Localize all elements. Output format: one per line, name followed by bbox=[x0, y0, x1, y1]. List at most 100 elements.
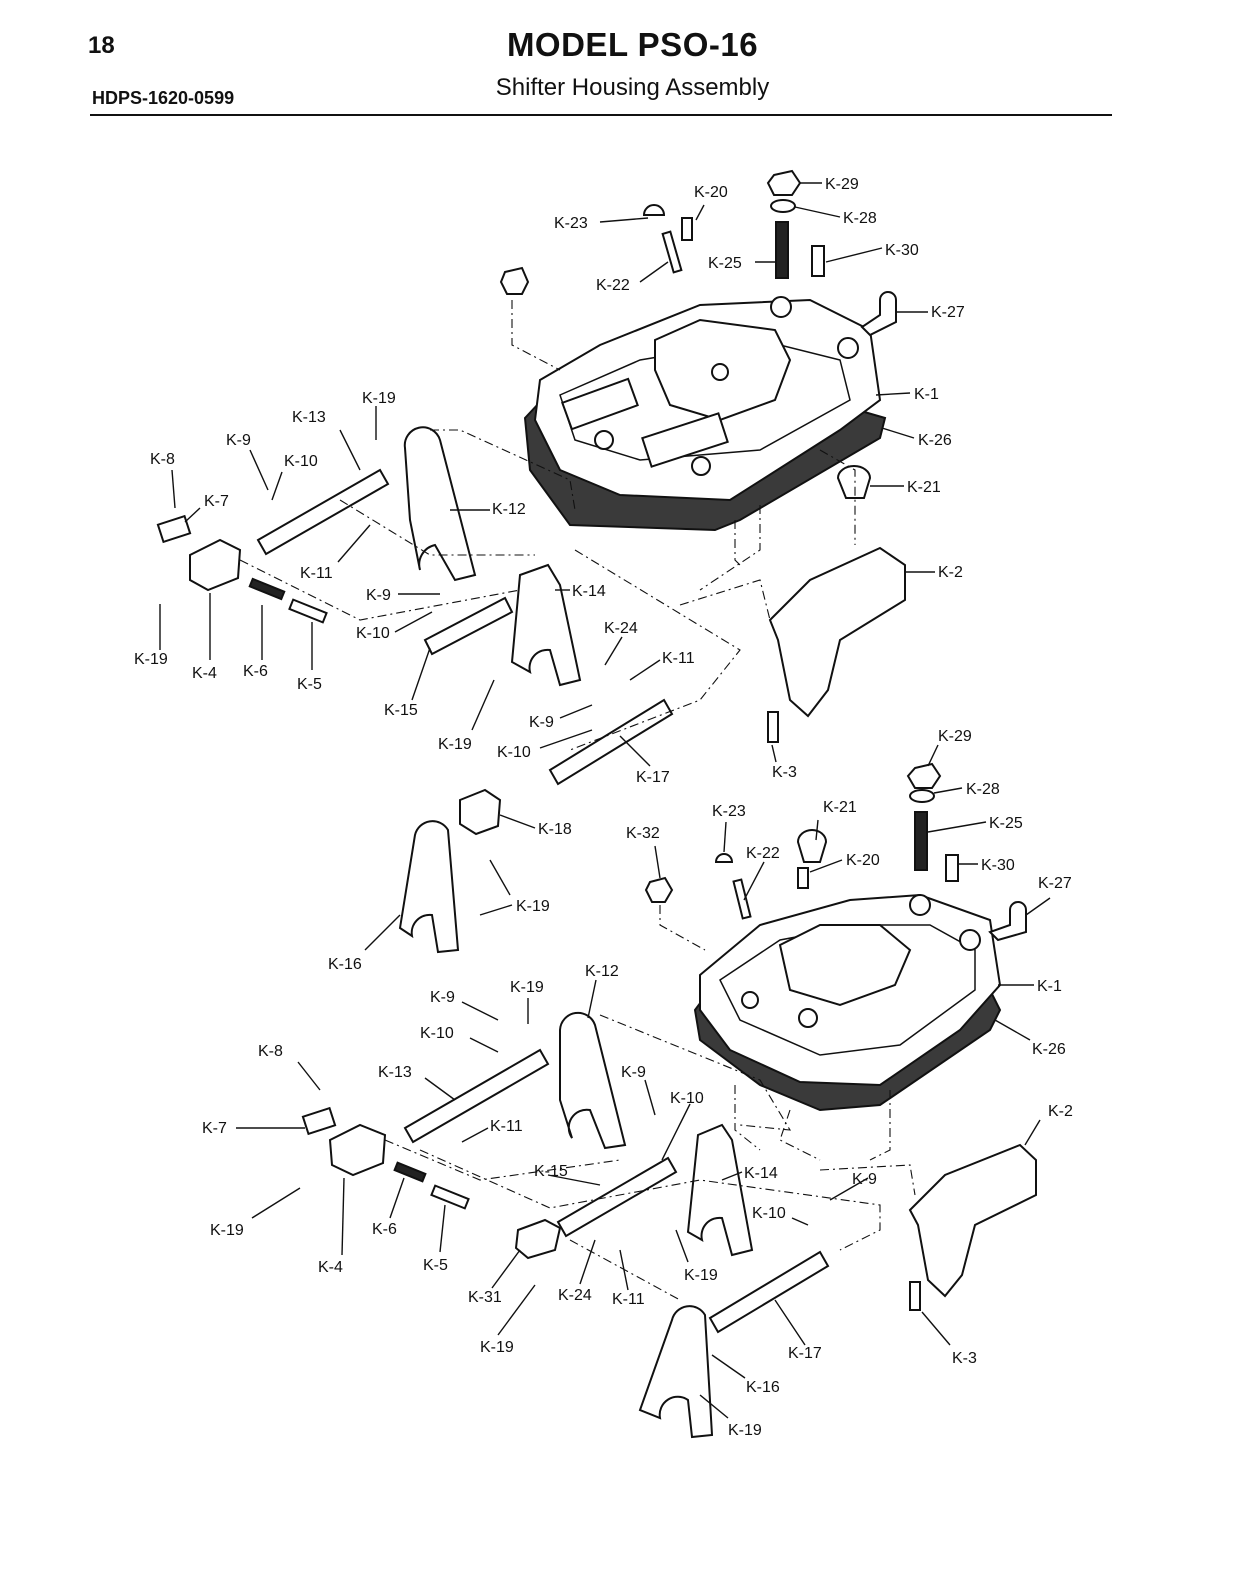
lower-part-k32-plug bbox=[644, 876, 674, 903]
lower-housing-tower bbox=[778, 924, 912, 1007]
label-lower-k16a: K-16 bbox=[328, 956, 362, 973]
lower-part-k2-cover bbox=[908, 1143, 1037, 1298]
upper-part-k20-pin bbox=[681, 217, 693, 241]
label-lower-k9c: K-9 bbox=[852, 1171, 877, 1188]
label-lower-k28: K-28 bbox=[966, 781, 1000, 798]
upper-housing-boss-5 bbox=[711, 363, 729, 381]
label-lower-k19c: K-19 bbox=[210, 1222, 244, 1239]
lower-part-k30-bolt bbox=[945, 854, 959, 882]
label-upper-k14: K-14 bbox=[572, 583, 606, 600]
label-lower-k15: K-15 bbox=[534, 1163, 568, 1180]
lower-part-k22-pin bbox=[732, 878, 752, 920]
upper-housing-boss-3 bbox=[594, 430, 614, 450]
lower-part-k5-bolt bbox=[430, 1184, 470, 1210]
lower-part-k14-fork bbox=[686, 1123, 754, 1257]
label-lower-k20: K-20 bbox=[846, 852, 880, 869]
lower-part-k7-clip bbox=[301, 1106, 337, 1136]
upper-part-k21-breather bbox=[836, 465, 872, 499]
lower-part-k6-spring bbox=[393, 1161, 427, 1183]
lower-part-k23-ball bbox=[714, 853, 734, 863]
label-upper-k25: K-25 bbox=[708, 255, 742, 272]
label-lower-k16b: K-16 bbox=[746, 1379, 780, 1396]
lower-housing-boss-1 bbox=[909, 894, 931, 916]
label-upper-k20: K-20 bbox=[694, 184, 728, 201]
page-number: 18 bbox=[88, 32, 115, 59]
lower-part-k31-collar bbox=[514, 1218, 562, 1260]
upper-assembly-paths bbox=[239, 300, 856, 751]
label-lower-k25: K-25 bbox=[989, 815, 1023, 832]
upper-labels: K-20 K-29 K-23 K-28 K-25 K-30 K-22 K-27 … bbox=[134, 176, 965, 786]
label-lower-k19b: K-19 bbox=[510, 979, 544, 996]
label-lower-k19e: K-19 bbox=[480, 1339, 514, 1356]
lower-part-k16-fork-bottom bbox=[638, 1305, 714, 1439]
header-rule bbox=[90, 114, 1112, 116]
lower-part-k13-shaft bbox=[403, 1048, 550, 1144]
label-upper-k19a: K-19 bbox=[362, 390, 396, 407]
lower-part-k12-fork bbox=[559, 1011, 627, 1150]
label-lower-k19f: K-19 bbox=[728, 1422, 762, 1439]
label-lower-k22: K-22 bbox=[746, 845, 780, 862]
label-upper-k11b: K-11 bbox=[662, 650, 695, 667]
label-lower-k5: K-5 bbox=[423, 1257, 448, 1274]
label-lower-k1: K-1 bbox=[1037, 978, 1062, 995]
upper-leader-lines bbox=[159, 182, 935, 767]
label-upper-k5: K-5 bbox=[297, 676, 322, 693]
label-lower-k4: K-4 bbox=[318, 1259, 343, 1276]
label-upper-k10c: K-10 bbox=[497, 744, 531, 761]
page-subtitle: Shifter Housing Assembly bbox=[495, 74, 770, 101]
label-upper-k19b: K-19 bbox=[134, 651, 168, 668]
label-upper-k13: K-13 bbox=[292, 409, 326, 426]
label-upper-k27: K-27 bbox=[931, 304, 965, 321]
lower-part-k21-breather bbox=[796, 829, 828, 863]
upper-part-k3-bolt bbox=[767, 711, 779, 743]
label-upper-k24: K-24 bbox=[604, 620, 638, 637]
label-upper-k6: K-6 bbox=[243, 663, 268, 680]
label-upper-k12: K-12 bbox=[492, 501, 526, 518]
label-lower-k32: K-32 bbox=[626, 825, 660, 842]
label-lower-k9b: K-9 bbox=[621, 1064, 646, 1081]
lower-housing-boss-4 bbox=[741, 991, 759, 1009]
label-upper-k10b: K-10 bbox=[356, 625, 390, 642]
label-upper-k8: K-8 bbox=[150, 451, 175, 468]
upper-part-k12-fork bbox=[403, 426, 477, 582]
label-lower-k19d: K-19 bbox=[684, 1267, 718, 1284]
lower-housing-boss-3 bbox=[798, 1008, 818, 1028]
lower-part-k27-bracket bbox=[988, 901, 1027, 942]
label-upper-k4: K-4 bbox=[192, 665, 217, 682]
label-lower-k31: K-31 bbox=[468, 1289, 502, 1306]
upper-assembly bbox=[156, 169, 906, 786]
lower-part-k17-shaft bbox=[708, 1250, 830, 1334]
label-upper-k15: K-15 bbox=[384, 702, 418, 719]
document-code: HDPS-1620-0599 bbox=[92, 88, 235, 108]
label-lower-k30: K-30 bbox=[981, 857, 1015, 874]
upper-part-k13-shaft bbox=[256, 468, 390, 556]
upper-housing-boss-2 bbox=[837, 337, 859, 359]
label-lower-k3: K-3 bbox=[952, 1350, 977, 1367]
label-lower-k8: K-8 bbox=[258, 1043, 283, 1060]
label-upper-k2: K-2 bbox=[938, 564, 963, 581]
label-upper-k1: K-1 bbox=[914, 386, 939, 403]
lower-part-k25-stud bbox=[914, 811, 928, 871]
lower-part-k28-washer bbox=[909, 789, 935, 803]
label-lower-k29: K-29 bbox=[938, 728, 972, 745]
label-lower-k14: K-14 bbox=[744, 1165, 778, 1182]
lower-leader-lines bbox=[236, 744, 1051, 1419]
label-upper-k9c: K-9 bbox=[529, 714, 554, 731]
upper-housing-pad-left bbox=[561, 377, 639, 431]
label-upper-k9a: K-9 bbox=[226, 432, 251, 449]
lower-part-k15-shaft bbox=[556, 1156, 678, 1238]
upper-housing-pad-right bbox=[641, 412, 729, 468]
label-upper-k29: K-29 bbox=[825, 176, 859, 193]
label-lower-k2: K-2 bbox=[1048, 1103, 1073, 1120]
label-lower-k19a: K-19 bbox=[516, 898, 550, 915]
label-lower-k10a: K-10 bbox=[420, 1025, 454, 1042]
label-lower-k11b: K-11 bbox=[612, 1291, 645, 1308]
label-upper-k17: K-17 bbox=[636, 769, 670, 786]
label-lower-k7: K-7 bbox=[202, 1120, 227, 1137]
lower-housing-boss-2 bbox=[959, 929, 981, 951]
lower-assembly-paths bbox=[384, 905, 916, 1301]
lower-part-k18-collar bbox=[459, 788, 502, 836]
label-lower-k17: K-17 bbox=[788, 1345, 822, 1362]
label-upper-k10a: K-10 bbox=[284, 453, 318, 470]
upper-part-k6-spring bbox=[248, 577, 286, 601]
